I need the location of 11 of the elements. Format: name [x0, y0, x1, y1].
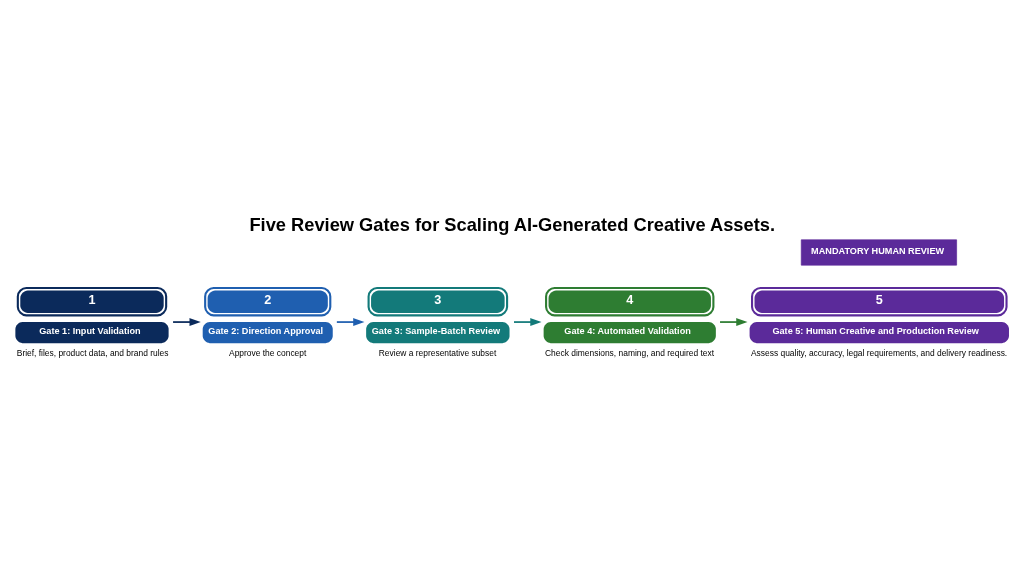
node-label: Check dimensions, naming, and required text	[545, 347, 715, 358]
node-box: MANDATORY HUMAN REVIEW	[800, 238, 957, 265]
arrow	[719, 317, 748, 326]
arrow	[513, 317, 542, 326]
diagram-title: Five Review Gates for Scaling AI-Generated Creative Assets.	[249, 213, 775, 235]
arrow	[172, 317, 201, 326]
node-label: Review a representative subset	[378, 347, 497, 358]
arrow	[335, 317, 365, 326]
node-label: Brief, files, product data, and brand rules	[16, 347, 169, 358]
node-label: Approve the concept	[229, 347, 307, 358]
node-label: Assess quality, accuracy, legal requirements, and delivery readiness.	[751, 347, 1008, 358]
